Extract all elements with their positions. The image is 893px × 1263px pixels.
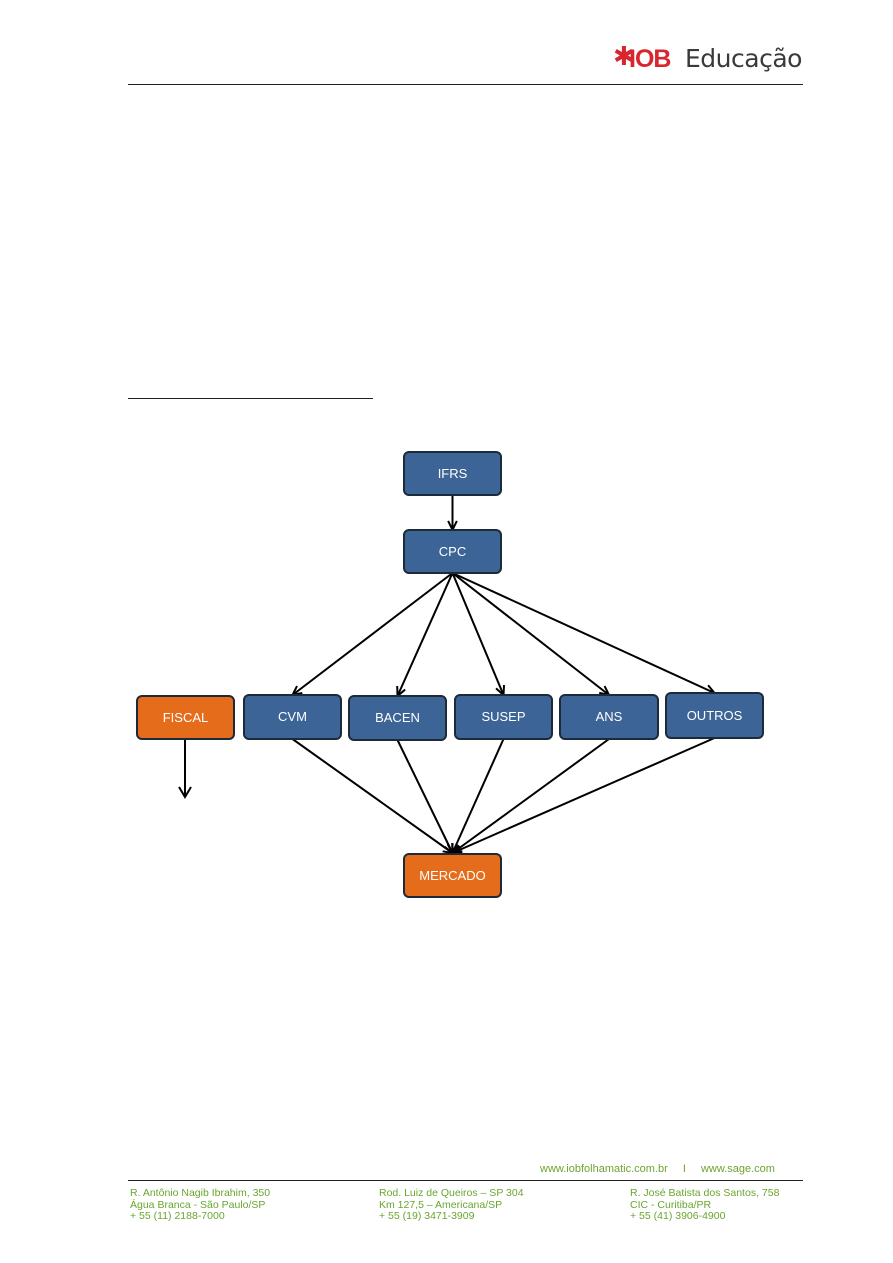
address-phone: + 55 (11) 2188-7000 xyxy=(130,1210,225,1222)
edge-susep-to-mercado xyxy=(451,738,505,854)
address-phone: + 55 (19) 3471-3909 xyxy=(379,1210,475,1222)
section-heading-underline xyxy=(128,398,373,399)
edge-cpc-to-outros xyxy=(452,572,715,694)
node-ans: ANS xyxy=(559,694,659,740)
node-cvm: CVM xyxy=(243,694,342,740)
address-line: Água Branca - São Paulo/SP xyxy=(130,1198,266,1211)
iob-educacao-logo: ✱ IOB Educação xyxy=(613,42,808,74)
node-ifrs: IFRS xyxy=(403,451,502,496)
logo-brand-text: IOB xyxy=(629,45,671,73)
node-bacen: BACEN xyxy=(348,695,447,741)
footer-websites: www.iobfolhamatic.com.br I www.sage.com xyxy=(540,1163,802,1175)
footer-separator: I xyxy=(682,1163,686,1175)
address-line: Rod. Luiz de Queiros – SP 304 xyxy=(379,1187,524,1199)
node-bacen-label: BACEN xyxy=(375,710,420,725)
node-mercado: MERCADO xyxy=(403,853,502,898)
diagram-nodes: IFRS CPC FISCAL CVM BACEN SUSEP ANS OUT xyxy=(136,451,764,898)
logo-product-text: Educação xyxy=(685,44,802,73)
diagram-edges xyxy=(178,495,717,856)
edge-outros-to-mercado xyxy=(452,737,715,854)
node-outros: OUTROS xyxy=(665,692,764,739)
node-cvm-label: CVM xyxy=(278,709,307,724)
footer-address-curitiba: R. José Batista dos Santos, 758 CIC - Cu… xyxy=(630,1187,780,1223)
node-cpc: CPC xyxy=(403,529,502,574)
edge-bacen-to-mercado xyxy=(396,739,454,854)
address-line: R. José Batista dos Santos, 758 xyxy=(630,1187,780,1199)
node-cpc-label: CPC xyxy=(439,544,466,559)
address-phone: + 55 (41) 3906-4900 xyxy=(630,1210,726,1222)
node-ifrs-label: IFRS xyxy=(438,466,468,481)
node-mercado-label: MERCADO xyxy=(419,868,485,883)
address-line: Km 127,5 – Americana/SP xyxy=(379,1198,503,1211)
edge-ans-to-mercado xyxy=(451,738,610,854)
asterisk-logo-icon: ✱ xyxy=(613,42,635,72)
node-fiscal: FISCAL xyxy=(136,695,235,740)
address-line: CIC - Curitiba/PR xyxy=(630,1198,712,1211)
edge-cpc-to-susep xyxy=(451,572,505,696)
arrowhead-fiscal-down xyxy=(178,786,192,799)
footer-website-sage[interactable]: www.sage.com xyxy=(700,1163,775,1175)
node-outros-label: OUTROS xyxy=(687,708,743,723)
edge-cpc-to-cvm xyxy=(291,572,454,696)
edge-cpc-to-bacen xyxy=(396,572,454,697)
footer-divider xyxy=(128,1180,803,1181)
footer-address-sao-paulo: R. Antônio Nagib Ibrahim, 350 Água Branc… xyxy=(130,1187,271,1223)
node-susep-label: SUSEP xyxy=(481,709,525,724)
footer-address-americana: Rod. Luiz de Queiros – SP 304 Km 127,5 –… xyxy=(379,1187,524,1223)
footer-website-iobfolhamatic[interactable]: www.iobfolhamatic.com.br xyxy=(540,1163,668,1175)
node-ans-label: ANS xyxy=(596,709,623,724)
address-line: R. Antônio Nagib Ibrahim, 350 xyxy=(130,1187,271,1199)
header-divider xyxy=(128,84,803,85)
edge-cpc-to-ans xyxy=(451,572,610,696)
edge-cvm-to-mercado xyxy=(291,738,454,854)
node-susep: SUSEP xyxy=(454,694,553,740)
node-fiscal-label: FISCAL xyxy=(163,710,209,725)
